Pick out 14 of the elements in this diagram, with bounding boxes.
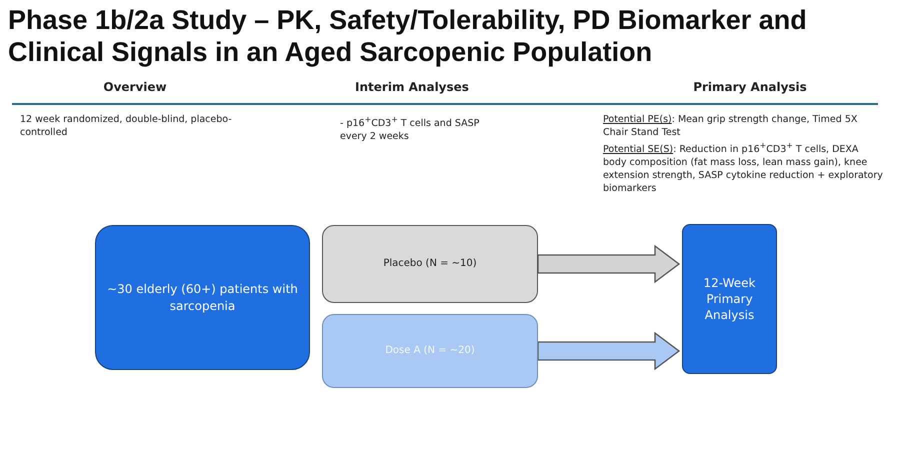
primary-endpoints-text: Potential PE(s): Mean grip strength change, Timed 5X Chair Stand Test	[603, 113, 858, 139]
block-arrow	[537, 332, 680, 370]
column-heading: Primary Analysis	[692, 80, 808, 94]
column-heading: Interim Analyses	[354, 80, 470, 94]
secondary-endpoints-text: Potential SE(S): Reduction in p16$^{+}$CD3$^{+}$ T cells, DEXA body composition (fat mass loss, lean mass gain), knee extension strength, SASP cytokine reduction + exploratory biomarkers	[603, 140, 883, 196]
title: Phase 1b/2a Study – PK, Safety/Tolerability, PD Biomarker and Clinical Signals in an Aged Sarcopenic Population	[8, 4, 808, 68]
interim-analyses-text: - p16$^{+}$CD3$^{+}$ T cells and SASP every 2 weeks	[340, 114, 480, 144]
population-box: ~30 elderly (60+) patients with sarcopenia	[95, 225, 310, 370]
column-heading: Overview	[102, 80, 168, 94]
study-description: 12 week randomized, double-blind, placebo-controlled	[20, 113, 233, 139]
treatment-arm-box: Dose A (N = ~20)	[322, 314, 538, 388]
primary-analysis-box: 12-Week Primary Analysis	[682, 224, 777, 374]
placebo-arm-box: Placebo (N = ~10)	[322, 225, 538, 303]
block-arrow	[537, 244, 680, 284]
